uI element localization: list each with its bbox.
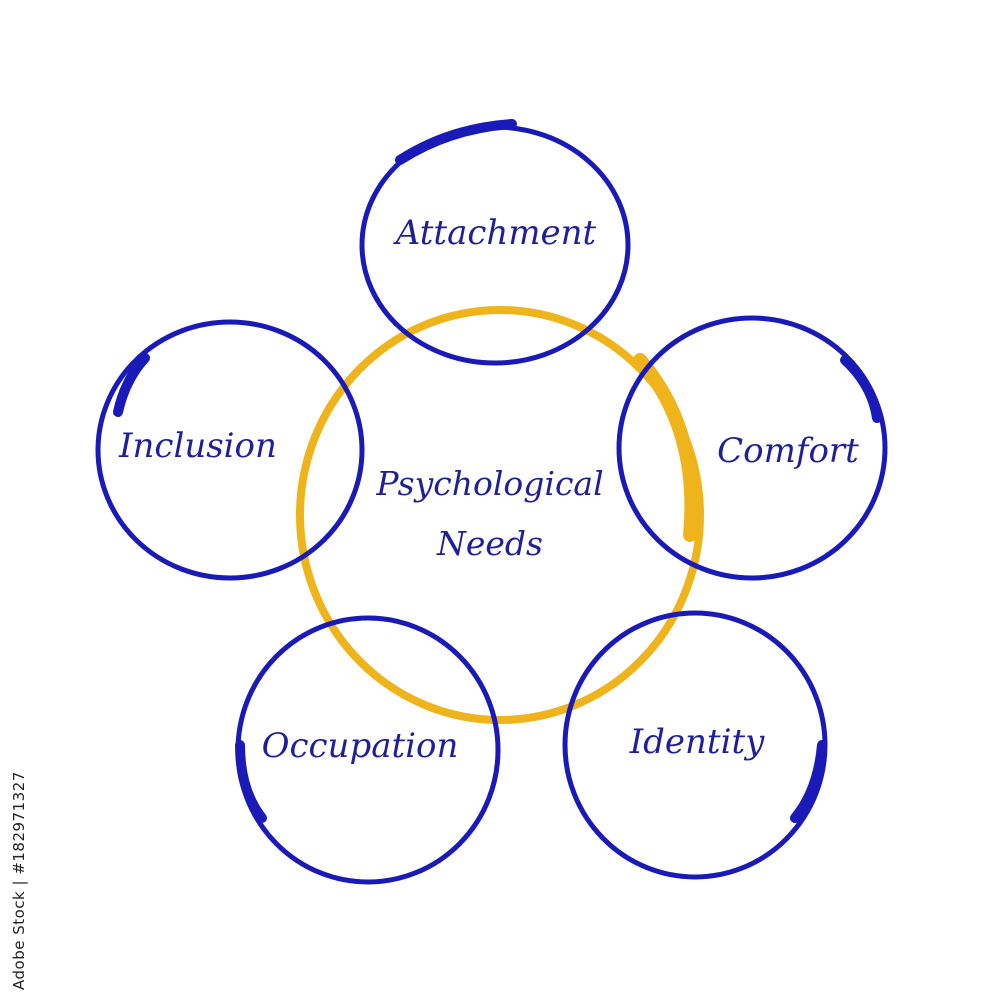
center-ring-group [296, 306, 704, 724]
inclusion-ring [95, 319, 365, 581]
node-ring-comfort [616, 315, 888, 581]
comfort-ring-brush-stroke [840, 355, 882, 423]
node-ring-occupation [235, 615, 501, 885]
identity-ring-brush-stroke [790, 740, 827, 823]
comfort-ring [616, 315, 888, 581]
node-label-identity: Identity [629, 722, 765, 762]
center-label-line-2: Needs [436, 524, 543, 563]
node-label-attachment: Attachment [393, 213, 597, 253]
stock-image-id-text: Adobe Stock | #182971327 [10, 771, 28, 990]
node-label-inclusion: Inclusion [118, 426, 277, 466]
inclusion-ring-brush-stroke [113, 353, 150, 417]
center-ring-brush-stroke [633, 353, 699, 542]
occupation-ring-brush-stroke [235, 740, 267, 823]
center-label-line-1: Psychological [375, 464, 603, 503]
stock-image-id: Adobe Stock | #182971327 [6, 770, 30, 990]
node-ring-identity [562, 610, 828, 880]
attachment-ring-brush-stroke [395, 119, 517, 165]
node-ring-inclusion [95, 319, 365, 581]
node-ring-attachment [359, 119, 631, 366]
node-label-occupation: Occupation [262, 726, 459, 766]
node-label-comfort: Comfort [717, 431, 859, 471]
center-ring [296, 306, 704, 724]
